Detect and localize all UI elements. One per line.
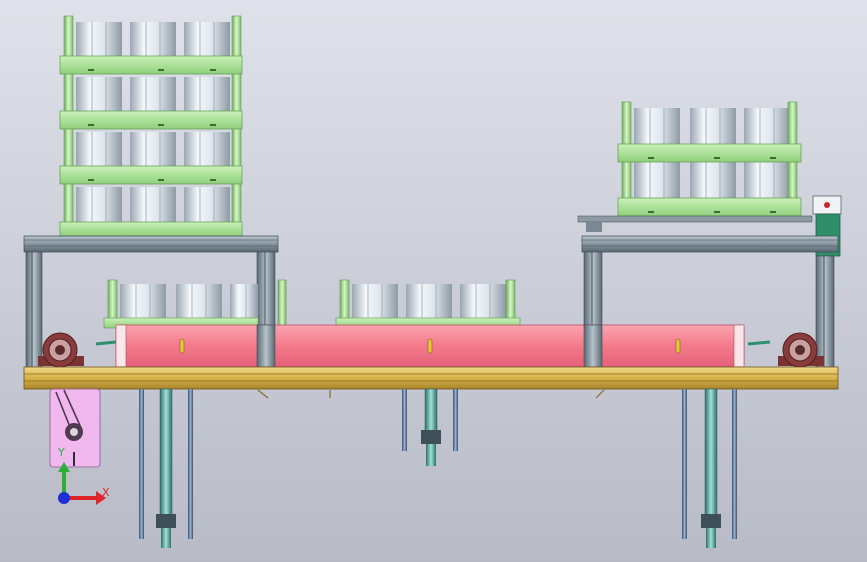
right-frame: [581, 235, 839, 369]
left-rack: [59, 15, 243, 237]
x-axis-label: X: [102, 486, 110, 499]
y-axis-label: Y: [57, 446, 65, 459]
right-pillow-block-bearing: [778, 332, 824, 368]
right-top-plate: [577, 215, 813, 232]
coordinate-triad[interactable]: X Y: [57, 446, 110, 505]
gearbox: [49, 388, 101, 468]
left-rack-rolls: [76, 22, 230, 223]
lift-cylinder-left: [156, 388, 176, 548]
lift-cylinder-right: [701, 388, 721, 548]
z-axis-dot: [58, 492, 70, 504]
right-rack: [617, 101, 802, 219]
lower-left-tray: [103, 279, 287, 329]
lower-middle-tray: [335, 279, 521, 329]
conveyor-belt[interactable]: [115, 324, 745, 368]
lift-cylinder-middle: [421, 388, 441, 466]
support-legs: [139, 389, 737, 539]
left-pillow-block-bearing: [38, 332, 84, 368]
